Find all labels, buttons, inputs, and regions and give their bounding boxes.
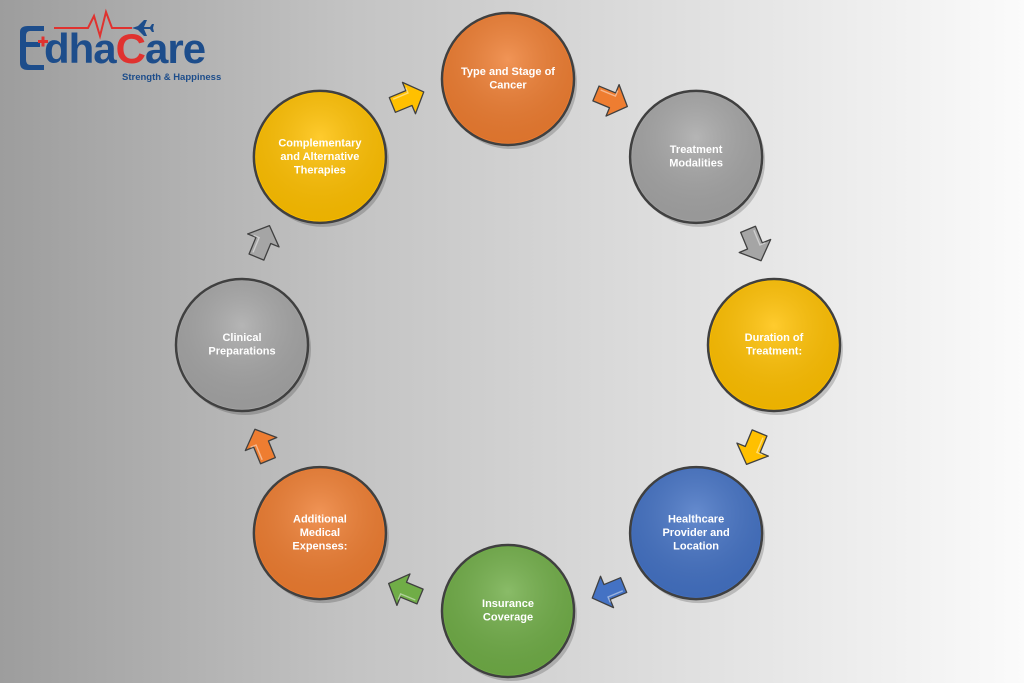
- node-label: Coverage: [483, 612, 533, 624]
- node-label: Complementary: [278, 137, 362, 149]
- node-label: Medical: [300, 527, 340, 539]
- node-label: Type and Stage of: [461, 66, 555, 78]
- node-label: Treatment: [670, 144, 723, 156]
- flow-arrow-icon: [738, 225, 772, 262]
- node-label: Additional: [293, 514, 347, 526]
- flow-arrow-icon: [244, 428, 278, 465]
- logo-tagline: Strength & Happiness: [122, 72, 222, 83]
- node-label: Treatment:: [746, 346, 802, 358]
- node-label: Location: [673, 541, 719, 553]
- node-label: Clinical: [222, 332, 261, 344]
- flow-arrow-icon: [592, 83, 629, 117]
- node-label: Duration of: [745, 332, 804, 344]
- node-duration: Duration of Treatment:: [706, 277, 843, 415]
- node-label: Expenses:: [292, 541, 347, 553]
- node-label: Modalities: [669, 158, 723, 170]
- edhacare-logo: dhaCare Strength & Happiness: [14, 8, 229, 86]
- flow-arrow-icon: [388, 81, 425, 115]
- node-label: Healthcare: [668, 514, 724, 526]
- node-label: and Alternative: [280, 151, 359, 163]
- node-label: Preparations: [208, 346, 275, 358]
- flow-arrow-icon: [736, 429, 770, 466]
- node-type-stage: Type and Stage of Cancer: [440, 11, 577, 149]
- logo-wordmark: dhaCare: [44, 25, 206, 72]
- flow-arrow-icon: [591, 575, 628, 609]
- node-label: Therapies: [294, 164, 346, 176]
- flow-arrow-icon: [387, 573, 424, 607]
- node-label: Insurance: [482, 598, 534, 610]
- node-label: Provider and: [662, 527, 729, 539]
- logo-heartbeat-plane-icon: [20, 8, 154, 70]
- flow-arrow-icon: [246, 224, 280, 261]
- node-label: Cancer: [489, 80, 527, 92]
